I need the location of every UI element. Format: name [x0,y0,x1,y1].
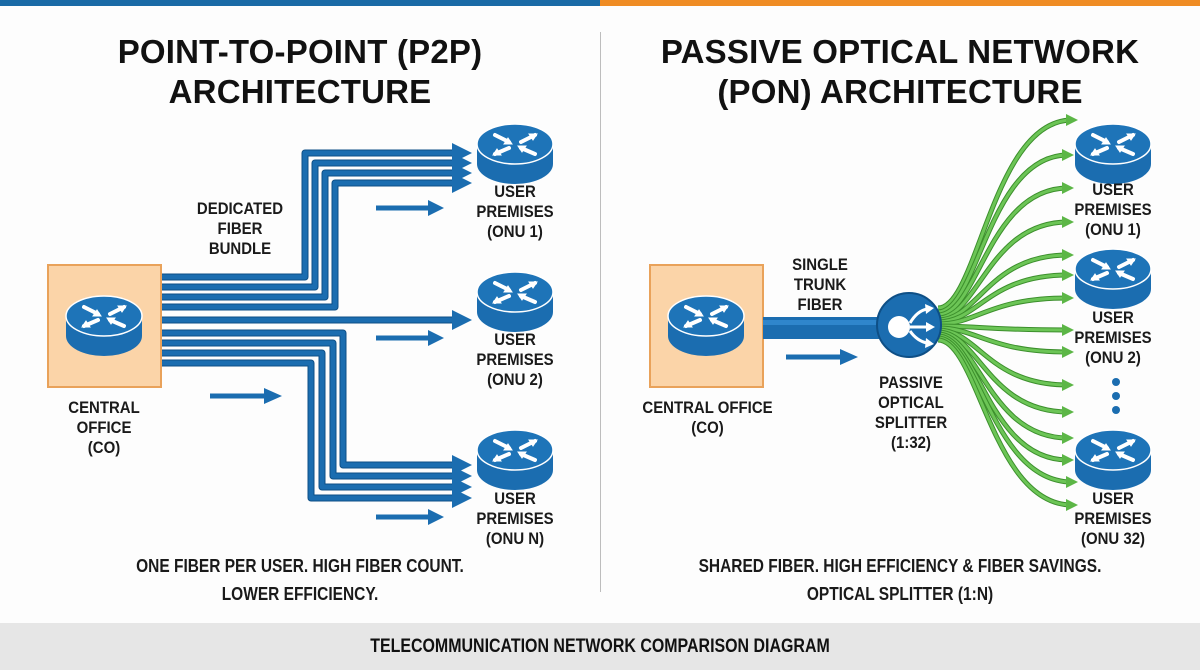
pon-onu1-label: USER PREMISES (ONU 1) [1065,180,1162,240]
bundle-label: DEDICATED FIBER BUNDLE [187,199,293,259]
user-label-line: (ONU 1) [487,222,543,241]
panel-divider [600,32,601,592]
trunk-label-line: SINGLE [792,255,848,274]
green-fiber [937,328,1074,391]
co-label-line: CENTRAL OFFICE [642,398,773,417]
p2p-title: POINT-TO-POINT (P2P) ARCHITECTURE [0,32,600,112]
direction-arrow-icon [376,509,444,525]
green-fiber [937,216,1074,320]
co-label-line: CENTRAL [68,398,140,417]
user-label-line: USER [1092,489,1134,508]
pon-onu2-label: USER PREMISES (ONU 2) [1065,308,1162,368]
direction-arrow-icon [210,388,282,404]
pon-caption-line1: SHARED FIBER. HIGH EFFICIENCY & FIBER SA… [698,556,1102,576]
user-label-line: PREMISES [1074,328,1152,347]
user-label-line: (ONU 2) [487,370,543,389]
green-fiber [937,323,1074,336]
trunk-label: SINGLE TRUNK FIBER [776,255,864,315]
co-router-icon [666,294,746,358]
p2p-fiber-bundle [162,143,472,508]
splitter-label: PASSIVE OPTICAL SPLITTER (1:32) [863,373,960,453]
splitter-label-line: SPLITTER [874,413,948,432]
p2p-onu2-label: USER PREMISES (ONU 2) [467,330,564,390]
user-label-line: USER [1092,180,1134,199]
splitter-label-line: (1:32) [891,433,931,452]
p2p-title-line2: ARCHITECTURE [168,73,432,110]
green-fiber [937,326,1074,358]
footer-title: TELECOMMUNICATION NETWORK COMPARISON DIA… [370,636,830,657]
pon-trunk-fiber [763,317,885,339]
footer-bar [0,623,1200,670]
direction-arrow-icon [786,349,858,365]
splitter-label-line: OPTICAL [878,393,944,412]
pon-title: PASSIVE OPTICAL NETWORK (PON) ARCHITECTU… [600,32,1200,112]
p2p-onu1-label: USER PREMISES (ONU 1) [467,182,564,242]
top-accent-bar-blue [0,0,600,6]
co-label-line: (CO) [87,438,121,457]
p2p-caption: ONE FIBER PER USER. HIGH FIBER COUNT. LO… [76,552,523,608]
user-label-line: (ONU 32) [1080,529,1145,548]
direction-arrow-icon [376,330,444,346]
fiber-to-onun [162,329,472,508]
co-label-line: OFFICE [76,418,132,437]
pon-central-office [649,264,764,388]
green-fiber-outline [937,117,1073,311]
pon-onu32-router-icon [1073,428,1153,492]
vertical-ellipsis-icon [1112,378,1120,414]
pon-title-line2: (PON) ARCHITECTURE [717,73,1083,110]
splitter-icon [876,292,942,358]
pon-split-fibers [937,114,1078,511]
pon-co-label: CENTRAL OFFICE (CO) [635,398,780,438]
co-label-line: (CO) [691,418,724,437]
splitter-label-line: PASSIVE [879,373,943,392]
p2p-co-label: CENTRAL OFFICE (CO) [51,398,157,458]
user-label-line: (ONU 2) [1085,348,1141,367]
green-fiber [937,338,1078,511]
pon-caption: SHARED FIBER. HIGH EFFICIENCY & FIBER SA… [668,552,1132,608]
bundle-label-line: FIBER [217,219,263,238]
p2p-central-office [47,264,162,388]
co-router-icon [64,294,144,358]
user-label-line: USER [1092,308,1134,327]
pon-onu1-router-icon [1073,122,1153,186]
p2p-onun-label: USER PREMISES (ONU N) [467,489,564,549]
trunk-label-line: TRUNK [793,275,847,294]
user-label-line: PREMISES [476,350,554,369]
user-label-line: PREMISES [1074,200,1152,219]
user-label-line: (ONU 1) [1085,220,1141,239]
pon-onu2-router-icon [1073,247,1153,311]
p2p-caption-line1: ONE FIBER PER USER. HIGH FIBER COUNT. [136,556,464,576]
fiber-to-onu1 [162,143,472,311]
user-label-line: PREMISES [476,202,554,221]
p2p-caption-line2: LOWER EFFICIENCY. [221,584,379,604]
user-label-line: USER [494,489,536,508]
green-fiber [937,292,1074,326]
direction-arrow-icon [376,200,444,216]
trunk-label-line: FIBER [797,295,843,314]
pon-onu32-label: USER PREMISES (ONU 32) [1065,489,1162,549]
user-label-line: (ONU N) [485,529,545,548]
user-label-line: USER [494,330,536,349]
green-fiber [937,149,1074,314]
p2p-direction-arrows [210,200,444,525]
p2p-title-line1: POINT-TO-POINT (P2P) [117,33,483,70]
bundle-label-line: BUNDLE [208,239,272,258]
pon-title-line1: PASSIVE OPTICAL NETWORK [660,33,1140,70]
user-label-line: PREMISES [476,509,554,528]
bundle-label-line: DEDICATED [196,199,284,218]
user-label-line: PREMISES [1074,509,1152,528]
p2p-onun-router-icon [475,428,555,492]
green-fiber [937,182,1074,317]
green-fiber [937,249,1074,322]
pon-caption-line2: OPTICAL SPLITTER (1:N) [806,584,994,604]
user-label-line: USER [494,182,536,201]
green-fiber [937,269,1074,324]
top-accent-bar-orange [600,0,1200,6]
p2p-onu2-router-icon [475,270,555,334]
green-fiber [937,114,1078,310]
p2p-onu1-router-icon [475,122,555,186]
